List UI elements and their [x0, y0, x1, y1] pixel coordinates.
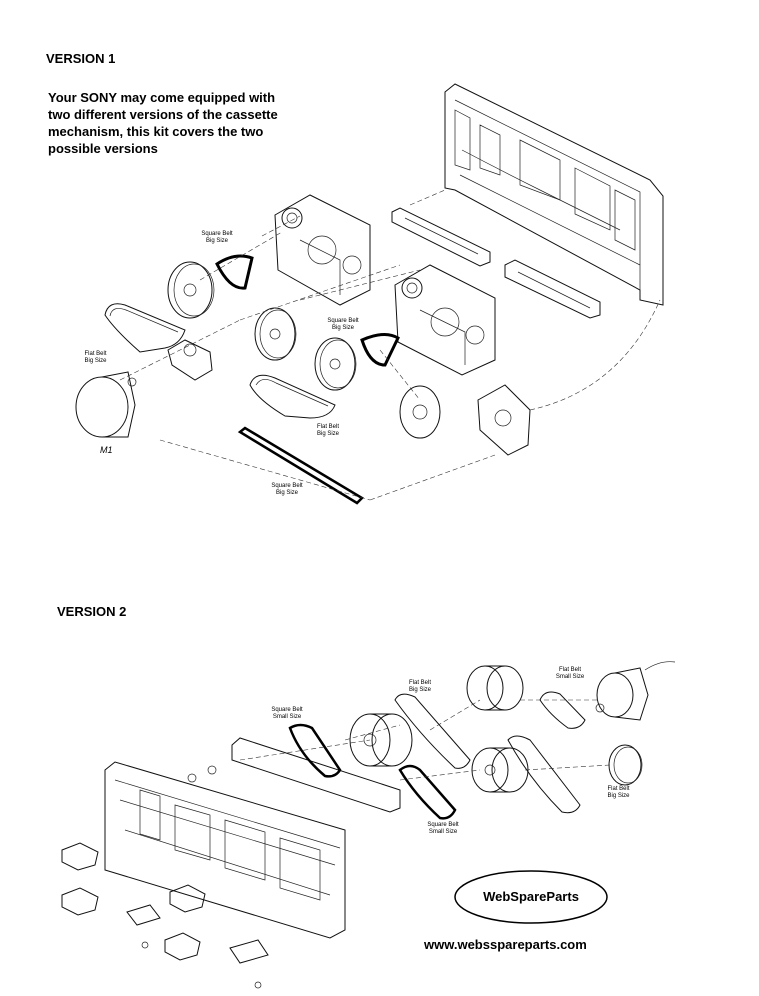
- label-square-belt-big-bottom: Square Belt Big Size: [271, 483, 303, 496]
- label-flat-belt-big-right: Flat Belt Big Size: [607, 786, 630, 799]
- flywheel-top-left: [167, 261, 215, 319]
- logo-text: WebSpareParts: [483, 889, 579, 904]
- label-square-belt-big-mid: Square Belt Big Size: [327, 318, 359, 331]
- flat-belt-big-center: [249, 374, 336, 419]
- website-url: www.websspareparts.com: [424, 937, 587, 952]
- mechanism-lower: [394, 264, 496, 376]
- label-flat-belt-small-right: Flat Belt Small Size: [555, 667, 585, 680]
- label-motor-m1: M1: [100, 445, 113, 455]
- pulley-top-v2: [466, 665, 524, 711]
- label-flat-belt-big-center: Flat Belt Big Size: [316, 424, 339, 437]
- motor-m1: [75, 371, 137, 438]
- bracket-upper: [391, 207, 491, 267]
- intro-line: Your SONY may come equipped with: [48, 90, 276, 105]
- version-1-heading: VERSION 1: [46, 51, 116, 66]
- chassis-frame: [444, 83, 664, 306]
- square-belt-big-mid: [360, 333, 400, 367]
- pulley-large-v2: [349, 713, 413, 767]
- top-rail-v2: [231, 737, 401, 813]
- label-square-belt-small-bottom: Square Belt Small Size: [427, 822, 459, 835]
- version-2-heading: VERSION 2: [57, 604, 127, 619]
- intro-line: two different versions of the cassette: [48, 107, 278, 122]
- intro-line: possible versions: [48, 141, 158, 156]
- label-flat-belt-big-top: Flat Belt Big Size: [408, 680, 431, 693]
- version-1-intro: Your SONY may come equipped with two dif…: [48, 89, 308, 157]
- flat-belt-small-right: [539, 691, 586, 729]
- guide-plate: [477, 384, 531, 456]
- square-belt-small-left: [288, 723, 342, 778]
- bracket-lower: [504, 259, 601, 319]
- assembly-lines-v2: [239, 699, 611, 781]
- pulley-center-2: [314, 337, 357, 391]
- flat-belt-big-left: [104, 303, 186, 353]
- mechanism-upper: [274, 194, 371, 306]
- label-square-belt-big-top: Square Belt Big Size: [201, 231, 233, 244]
- intro-line: mechanism, this kit covers the two: [48, 124, 264, 139]
- small-parts-v2: [61, 765, 269, 989]
- flat-belt-big-right: [507, 735, 581, 814]
- label-square-belt-small-left: Square Belt Small Size: [271, 707, 303, 720]
- assembly-lines: [119, 189, 661, 501]
- square-belt-big-top: [215, 254, 254, 290]
- pulley-center-right-v2: [471, 747, 529, 793]
- square-belt-small-bottom: [398, 764, 457, 820]
- chassis-frame-v2: [104, 761, 346, 939]
- label-flat-belt-big-left: Flat Belt Big Size: [84, 351, 107, 364]
- reel-pulley: [399, 385, 441, 439]
- idler-part: [167, 339, 213, 381]
- flat-belt-big-top: [394, 693, 471, 769]
- motor-v2: [595, 661, 676, 721]
